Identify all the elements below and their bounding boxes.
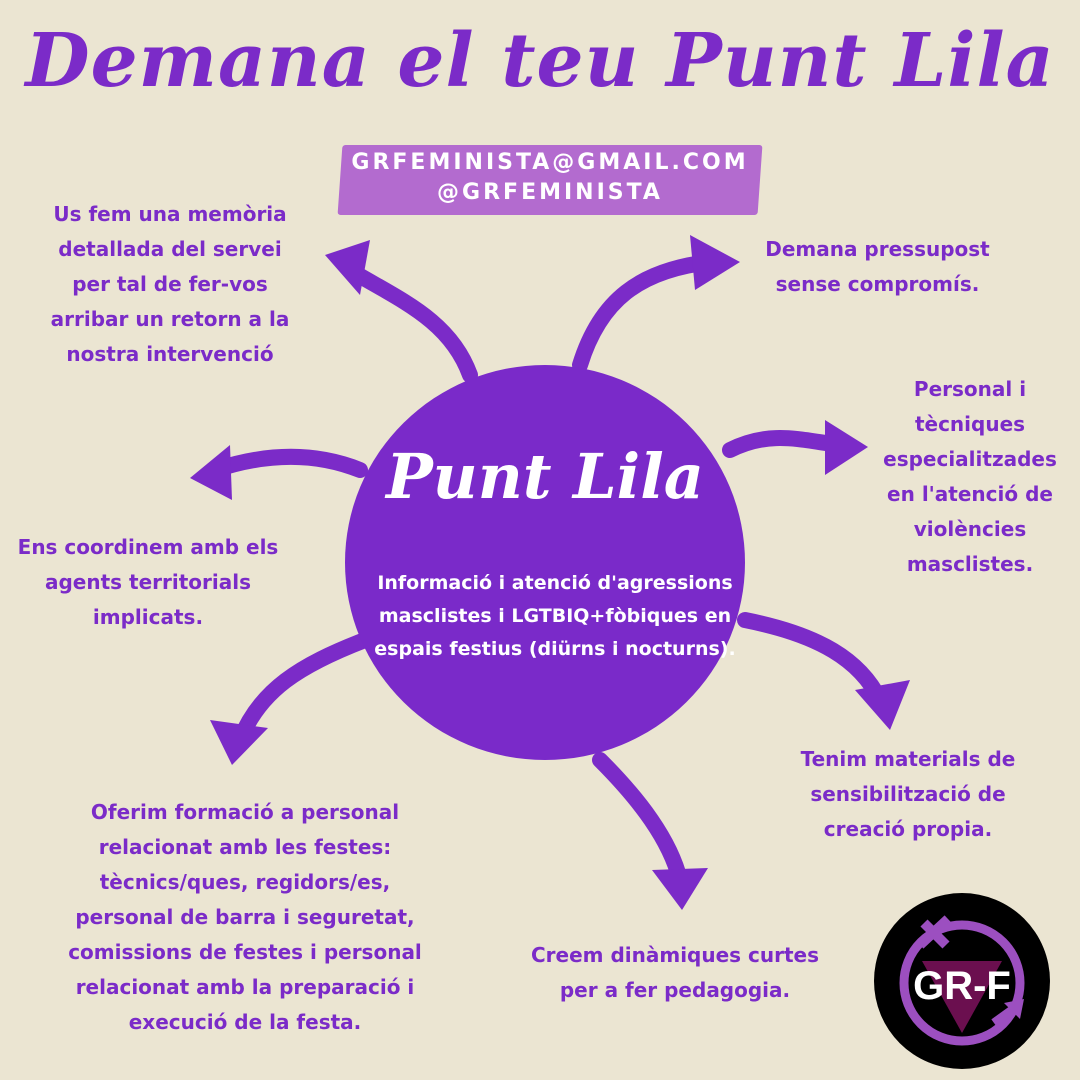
item-line: Creem dinàmiques curtes <box>530 943 820 967</box>
item-line: sense compromís. <box>775 272 980 296</box>
item-line: Ens coordinem amb els <box>17 535 279 559</box>
arrow-left <box>207 448 368 478</box>
item-dinamiques: Creem dinàmiques curtes per a fer pedago… <box>515 938 835 1008</box>
arrow-top-right <box>572 254 718 373</box>
item-line: implicats. <box>92 605 204 629</box>
arrowhead-lower-right <box>855 680 910 730</box>
circle-line: Informació i atenció d'agressions <box>377 572 733 594</box>
item-pressupost: Demana pressupost sense compromís. <box>740 232 1015 302</box>
arrow-top-left <box>342 262 478 383</box>
circle-title: Punt Lila <box>386 440 704 513</box>
contact-email[interactable]: GRFEMINISTA@GMAIL.COM <box>351 150 749 175</box>
contact-handle[interactable]: @GRFEMINISTA <box>437 180 663 205</box>
item-line: masclistes. <box>906 552 1034 576</box>
item-line: execució de la festa. <box>128 1010 362 1034</box>
item-line: Oferim formació a personal <box>90 800 400 824</box>
item-materials: Tenim materials de sensibilització de cr… <box>775 742 1041 847</box>
item-line: comissions de festes i personal <box>68 940 422 964</box>
arrow-lower-right <box>737 612 888 708</box>
item-line: per a fer pedagogia. <box>559 978 791 1002</box>
arrow-right <box>722 430 848 458</box>
item-line: personal de barra i seguretat, <box>75 905 415 929</box>
item-line: agents territorials <box>44 570 252 594</box>
page-title: Demana el teu Punt Lila <box>25 18 1055 104</box>
arrowhead-top-right <box>690 235 740 290</box>
item-line: Personal i <box>913 377 1027 401</box>
arrowhead-top-left <box>325 240 370 295</box>
item-line: tècnics/ques, regidors/es, <box>99 870 391 894</box>
arrowhead-lower-left <box>210 720 268 765</box>
item-line: nostra intervenció <box>66 342 274 366</box>
item-line: Tenim materials de <box>800 747 1016 771</box>
item-line: tècniques <box>914 412 1026 436</box>
item-line: relacionat amb la preparació i <box>75 975 415 999</box>
grf-logo: GR-F <box>874 893 1050 1069</box>
arrow-bottom <box>592 752 688 888</box>
circle-line: masclistes i LGTBIQ+fòbiques en <box>378 605 732 627</box>
item-line: especialitzades <box>883 447 1057 471</box>
item-line: sensibilització de <box>810 782 1006 806</box>
item-line: Demana pressupost <box>765 237 990 261</box>
logo-text: GR-F <box>913 964 1011 1008</box>
item-memoria: Us fem una memòria detallada del servei … <box>20 197 320 372</box>
punt-lila-circle <box>345 365 745 760</box>
item-line: detallada del servei <box>58 237 282 261</box>
item-line: arribar un retorn a la <box>50 307 290 331</box>
item-line: relacionat amb les festes: <box>98 835 392 859</box>
item-line: per tal de fer-vos <box>72 272 268 296</box>
circle-line: espais festius (diürns i nocturns). <box>374 638 736 660</box>
arrowhead-bottom <box>652 868 708 910</box>
item-formacio: Oferim formació a personal relacionat am… <box>40 795 450 1040</box>
arrowhead-left <box>190 445 232 500</box>
item-line: creació propia. <box>823 817 993 841</box>
item-coordinem: Ens coordinem amb els agents territorial… <box>0 530 296 635</box>
item-line: Us fem una memòria <box>53 202 287 226</box>
arrow-lower-left <box>232 632 373 748</box>
circle-description: Informació i atenció d'agressions mascli… <box>335 567 775 666</box>
item-personal: Personal i tècniques especialitzades en … <box>860 372 1080 582</box>
arrowhead-right <box>825 420 868 475</box>
item-line: en l'atenció de <box>887 482 1053 506</box>
contact-info: GRFEMINISTA@GMAIL.COM @GRFEMINISTA <box>330 148 770 208</box>
item-line: violències <box>913 517 1027 541</box>
